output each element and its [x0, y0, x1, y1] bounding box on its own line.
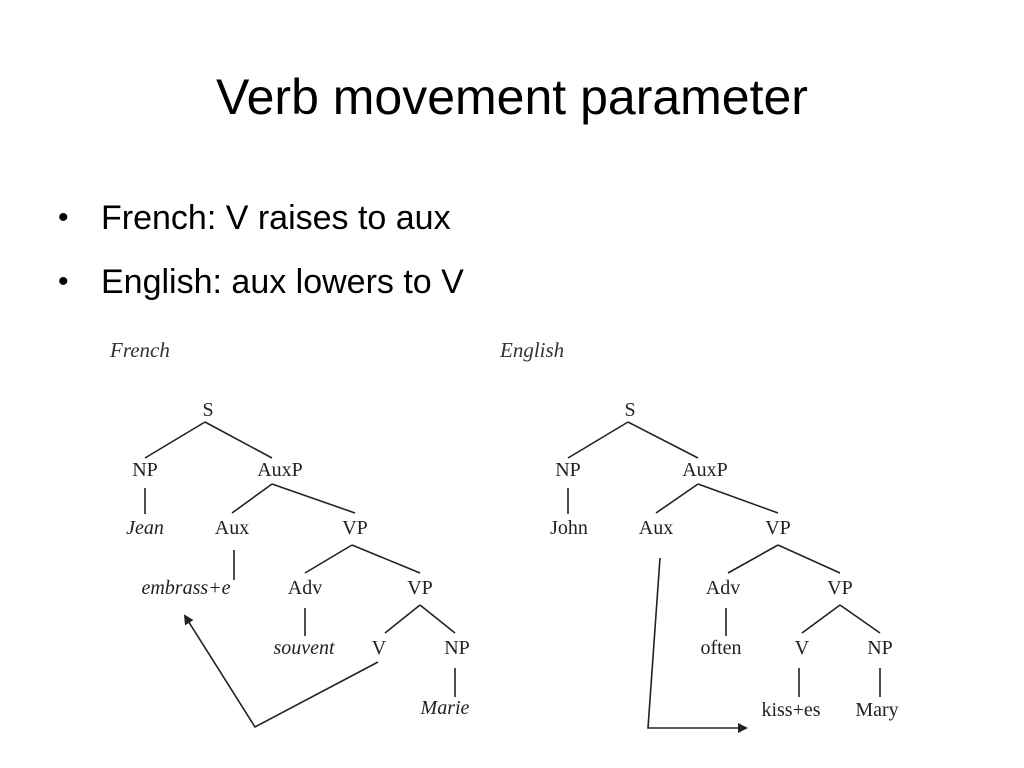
french-tree-label: French	[109, 338, 170, 362]
french-tree: French S NP AuxP Jean Aux VP embrass+e	[109, 338, 470, 729]
tree-node-s: S	[202, 399, 213, 421]
edge	[801, 604, 841, 634]
edge	[384, 604, 421, 634]
bullet-dot-icon: •	[58, 201, 69, 234]
edge	[655, 483, 699, 514]
bullet-list: • French: V raises to aux • English: aux l…	[58, 186, 464, 314]
raising-arrow	[183, 614, 379, 729]
tree-leaf-adverb: often	[700, 637, 741, 659]
edge	[144, 421, 206, 459]
bullet-dot-icon: •	[58, 265, 69, 298]
edge	[697, 483, 779, 514]
tree-leaf-verb-form: kiss+es	[761, 699, 820, 721]
bullet-text: French: V raises to aux	[101, 199, 451, 237]
edge	[727, 544, 779, 574]
edge	[231, 483, 273, 514]
edge	[304, 544, 353, 574]
tree-node-aux: Aux	[639, 517, 673, 539]
edge	[567, 421, 629, 459]
edge	[271, 483, 356, 514]
edge	[777, 544, 841, 574]
tree-node-auxp: AuxP	[682, 459, 728, 481]
edge	[351, 544, 421, 574]
tree-node-np-object: NP	[444, 637, 470, 659]
tree-leaf-object: Mary	[855, 699, 898, 721]
tree-node-v: V	[795, 637, 810, 659]
tree-node-vp-lower: VP	[407, 577, 433, 599]
tree-diagram-svg: French S NP AuxP Jean Aux VP embrass+e	[109, 338, 899, 733]
tree-node-aux: Aux	[215, 517, 249, 539]
slide-title: Verb movement parameter	[216, 69, 808, 125]
tree-node-vp-lower: VP	[827, 577, 853, 599]
tree-node-s: S	[624, 399, 635, 421]
english-tree-label: English	[499, 338, 564, 362]
edge	[839, 604, 881, 634]
tree-node-np: NP	[555, 459, 581, 481]
tree-node-adv: Adv	[288, 577, 322, 599]
edge	[204, 421, 273, 459]
tree-leaf-object: Marie	[420, 697, 470, 719]
bullet-item: • French: V raises to aux	[58, 186, 464, 250]
tree-node-vp: VP	[342, 517, 368, 539]
bullet-text: English: aux lowers to V	[101, 263, 464, 301]
tree-node-np: NP	[132, 459, 158, 481]
english-tree: English S NP AuxP John Aux VP Adv VP	[499, 338, 899, 733]
tree-leaf-verb-form: embrass+e	[141, 577, 230, 599]
tree-node-np-object: NP	[867, 637, 893, 659]
tree-leaf-adverb: souvent	[273, 637, 335, 659]
tree-leaf-subject: Jean	[126, 517, 164, 539]
tree-node-auxp: AuxP	[257, 459, 303, 481]
tree-leaf-subject: John	[550, 517, 588, 539]
tree-node-adv: Adv	[706, 577, 740, 599]
lowering-arrow	[647, 557, 748, 733]
edge	[419, 604, 456, 634]
bullet-item: • English: aux lowers to V	[58, 250, 464, 314]
syntax-trees: French S NP AuxP Jean Aux VP embrass+e	[95, 318, 955, 758]
tree-node-v: V	[372, 637, 387, 659]
tree-node-vp: VP	[765, 517, 791, 539]
edge	[627, 421, 699, 459]
